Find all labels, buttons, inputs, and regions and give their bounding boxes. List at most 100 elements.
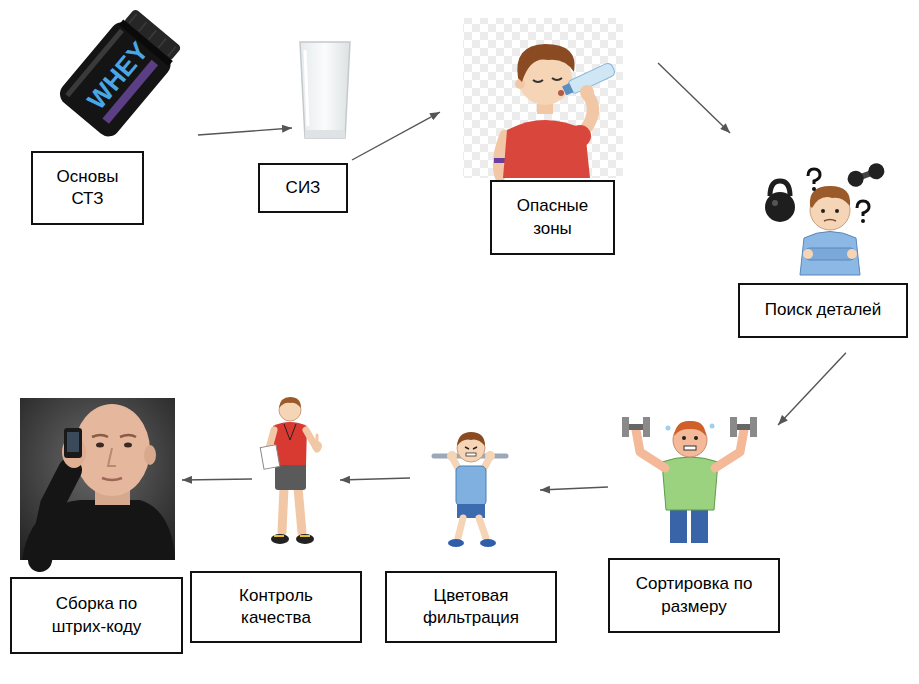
confused-boy-picture-part-part xyxy=(808,169,820,184)
process-box: Сборка по штрих-коду xyxy=(10,577,183,654)
drinking-boy-picture-part xyxy=(552,78,562,80)
coach-picture-part xyxy=(316,435,319,441)
stage-picture-area xyxy=(463,18,623,178)
confused-boy-picture-part xyxy=(800,232,860,276)
drinking-boy-picture-part xyxy=(503,120,590,178)
phone-man-photo-part xyxy=(144,445,156,465)
pullup-kid-picture-part xyxy=(485,451,495,461)
confused-boy-picture-part xyxy=(803,249,813,259)
coach-picture-part xyxy=(274,535,284,537)
protein-jar xyxy=(55,5,186,141)
dumbbell-man-picture-part xyxy=(622,417,629,437)
dumbbell-man-picture-part xyxy=(666,426,671,431)
pullup-kid-picture-part xyxy=(479,518,486,538)
stage-node: СИЗ xyxy=(258,42,350,213)
dumbbell-man-picture-part xyxy=(674,421,706,436)
dumbbell-man-picture-part xyxy=(670,505,687,543)
process-box: Основы СТЗ xyxy=(31,151,144,225)
dumbbell-man-picture-part xyxy=(662,457,718,510)
coach-picture-part xyxy=(284,424,296,440)
flow-arrow xyxy=(540,487,608,490)
glass-picture-part xyxy=(300,42,350,138)
flow-arrow xyxy=(340,478,410,480)
drinking-boy-picture xyxy=(463,18,623,178)
stage-node: Цветовая фильтрация xyxy=(385,415,557,643)
process-box: Опасные зоны xyxy=(490,180,615,255)
glass-picture-part xyxy=(305,130,345,138)
phone-man-photo-part xyxy=(92,435,108,437)
drinking-boy-picture-part xyxy=(580,85,594,99)
confused-boy-picture-part-part xyxy=(866,161,887,182)
phone-man-photo xyxy=(20,398,175,560)
stage-picture-area xyxy=(760,160,890,275)
process-box: СИЗ xyxy=(258,163,348,213)
dumbbell-man-picture-part xyxy=(710,424,715,429)
drinking-boy-picture-part xyxy=(517,44,574,82)
stage-label: Основы СТЗ xyxy=(48,166,128,210)
pullup-kid-picture-part xyxy=(466,453,476,456)
dumbbell-man-picture-part xyxy=(730,417,737,437)
dumbbell-man-picture-part xyxy=(643,417,650,437)
drinking-boy-picture-part xyxy=(515,79,525,89)
protein-jar-part xyxy=(168,47,176,56)
pullup-kid-picture-part xyxy=(480,539,496,547)
coach-picture-part xyxy=(260,445,280,469)
confused-boy-picture-part xyxy=(835,209,839,213)
phone-man-photo-part xyxy=(20,398,175,560)
protein-jar-part xyxy=(149,30,157,39)
coach-picture xyxy=(260,397,322,544)
phone-man-photo-part xyxy=(96,443,104,448)
phone-man-photo-part xyxy=(102,478,122,480)
coach-picture-part xyxy=(296,534,314,544)
pullup-kid-picture-part xyxy=(457,432,485,446)
glass-picture xyxy=(300,42,350,138)
pullup-kid-picture xyxy=(434,432,506,547)
glass-picture-part xyxy=(305,50,308,126)
stage-node: Контроль качества xyxy=(190,395,362,643)
confused-boy-picture-part xyxy=(821,209,825,213)
stage-label: Поиск деталей xyxy=(765,299,882,321)
coach-picture-part xyxy=(300,535,310,537)
stage-label: Контроль качества xyxy=(219,585,334,629)
pullup-kid-picture-part xyxy=(456,466,486,506)
confused-boy-picture-part xyxy=(824,220,836,222)
stage-label: Цветовая фильтрация xyxy=(409,585,534,629)
dumbbell-man-picture-part xyxy=(715,430,744,468)
pullup-kid-picture-part xyxy=(473,447,477,449)
stage-label: Сборка по штрих-коду xyxy=(37,593,157,637)
confused-boy-picture-part xyxy=(765,192,795,222)
stage-label: СИЗ xyxy=(286,177,321,199)
pullup-kid-picture-part xyxy=(465,447,469,449)
dumbbell-man-picture xyxy=(622,417,757,543)
flow-arrow xyxy=(182,478,252,480)
pullup-kid-picture-part xyxy=(458,518,463,538)
dumbbell-man-picture-part xyxy=(682,436,686,440)
stage-label: Сортировка по размеру xyxy=(622,573,767,617)
dumbbell-man-picture-part xyxy=(636,430,665,468)
confused-boy-picture-part-part xyxy=(861,219,865,223)
stage-picture-area xyxy=(20,398,175,560)
protein-jar-part xyxy=(139,22,147,31)
confused-boy-picture-part-part xyxy=(812,187,816,191)
pullup-kid-picture-part xyxy=(448,539,464,547)
phone-man-photo-part xyxy=(40,470,70,560)
dumbbell-man-picture-part xyxy=(694,436,698,440)
confused-boy-picture xyxy=(765,161,887,275)
process-box: Цветовая фильтрация xyxy=(385,571,557,643)
phone-man-photo-part xyxy=(124,443,132,448)
process-box: Поиск деталей xyxy=(738,283,908,338)
confused-boy-picture-part-part xyxy=(845,169,866,190)
drinking-boy-picture-part xyxy=(463,18,623,178)
coach-picture-part xyxy=(271,534,289,544)
confused-boy-picture-part xyxy=(857,201,869,223)
dumbbell-man-picture-part xyxy=(691,505,708,543)
flow-arrow xyxy=(658,63,730,133)
drinking-boy-picture-part xyxy=(558,90,564,96)
protein-jar-part xyxy=(158,39,166,48)
confused-boy-picture-part xyxy=(772,200,778,206)
confused-boy-picture-part xyxy=(804,248,856,260)
drinking-boy-picture-part xyxy=(494,158,506,163)
pullup-kid-picture-part xyxy=(447,451,457,461)
drinking-boy-picture-part-part xyxy=(562,83,573,95)
